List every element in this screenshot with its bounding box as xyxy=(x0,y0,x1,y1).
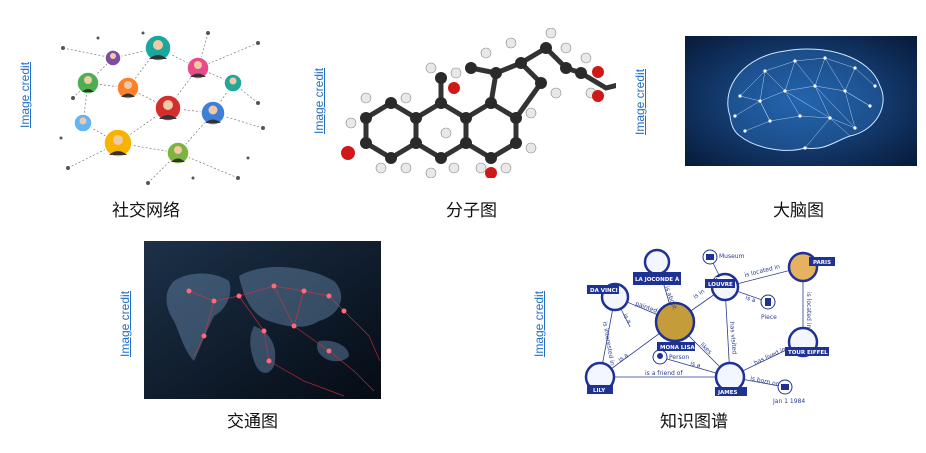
edge-has-lived-in: has lived in xyxy=(753,346,787,367)
node-james xyxy=(716,363,744,391)
edge-is-in: is in xyxy=(692,288,706,301)
tile-social-network: Image credit xyxy=(0,0,290,225)
label-mona-lisa: MONA LISA xyxy=(660,345,695,351)
edge-painted: painted xyxy=(634,300,658,314)
caption-social-network: 社交网络 xyxy=(112,196,180,221)
caption-traffic: 交通图 xyxy=(227,407,278,432)
image-credit-link[interactable]: Image credit xyxy=(312,68,326,134)
label-museum: Museum xyxy=(719,253,745,260)
label-louvre: LOUVRE xyxy=(708,282,733,288)
image-credit-link[interactable]: Image credit xyxy=(118,291,132,357)
tile-molecule: Image credit xyxy=(300,0,620,225)
label-da-vinci: DA VINCI xyxy=(590,288,618,294)
edge-is-a-2: is a xyxy=(617,352,630,364)
tile-traffic: Image credit 交通图 xyxy=(110,235,400,445)
edge-likes: likes xyxy=(699,341,713,355)
edge-is-located-in-2: is located in xyxy=(805,292,812,328)
label-tour-eiffel: TOUR EIFFEL xyxy=(788,350,828,356)
caption-brain: 大脑图 xyxy=(773,196,824,221)
tile-brain: Image credit 大脑图 xyxy=(625,0,925,225)
caption-knowledge-graph: 知识图谱 xyxy=(660,407,728,432)
tile-knowledge-graph: Image credit xyxy=(525,235,925,450)
edge-is-a-3: is a xyxy=(744,294,756,304)
node-joconde xyxy=(645,250,669,274)
edge-is-born-on: is born on xyxy=(750,375,781,388)
label-paris: PARIS xyxy=(813,260,831,266)
molecule-image xyxy=(336,28,616,178)
edge-has-visited: has visited xyxy=(728,322,738,355)
edge-is-a-4: is a xyxy=(689,360,701,370)
knowledge-graph-image: LA JOCONDE À WASHINGTON DA VINCI MONA LI… xyxy=(565,237,865,407)
image-credit-link[interactable]: Image credit xyxy=(18,62,32,128)
image-credit-link[interactable]: Image credit xyxy=(633,69,647,135)
edge-is-a-1: is a xyxy=(621,313,632,326)
edge-is-located-in: is located in xyxy=(744,263,781,279)
label-james: JAMES xyxy=(717,390,738,396)
brain-image xyxy=(685,36,917,166)
traffic-map-image xyxy=(144,241,381,399)
label-person: Person xyxy=(669,354,689,361)
label-date: Jan 1 1984 xyxy=(772,398,805,405)
label-lily: LILY xyxy=(593,388,606,394)
social-network-image xyxy=(58,28,268,188)
caption-molecule: 分子图 xyxy=(446,196,497,221)
label-piece: Piece xyxy=(761,314,777,321)
edge-is-a-friend-of: is a friend of xyxy=(645,370,683,377)
image-credit-link[interactable]: Image credit xyxy=(532,291,546,357)
